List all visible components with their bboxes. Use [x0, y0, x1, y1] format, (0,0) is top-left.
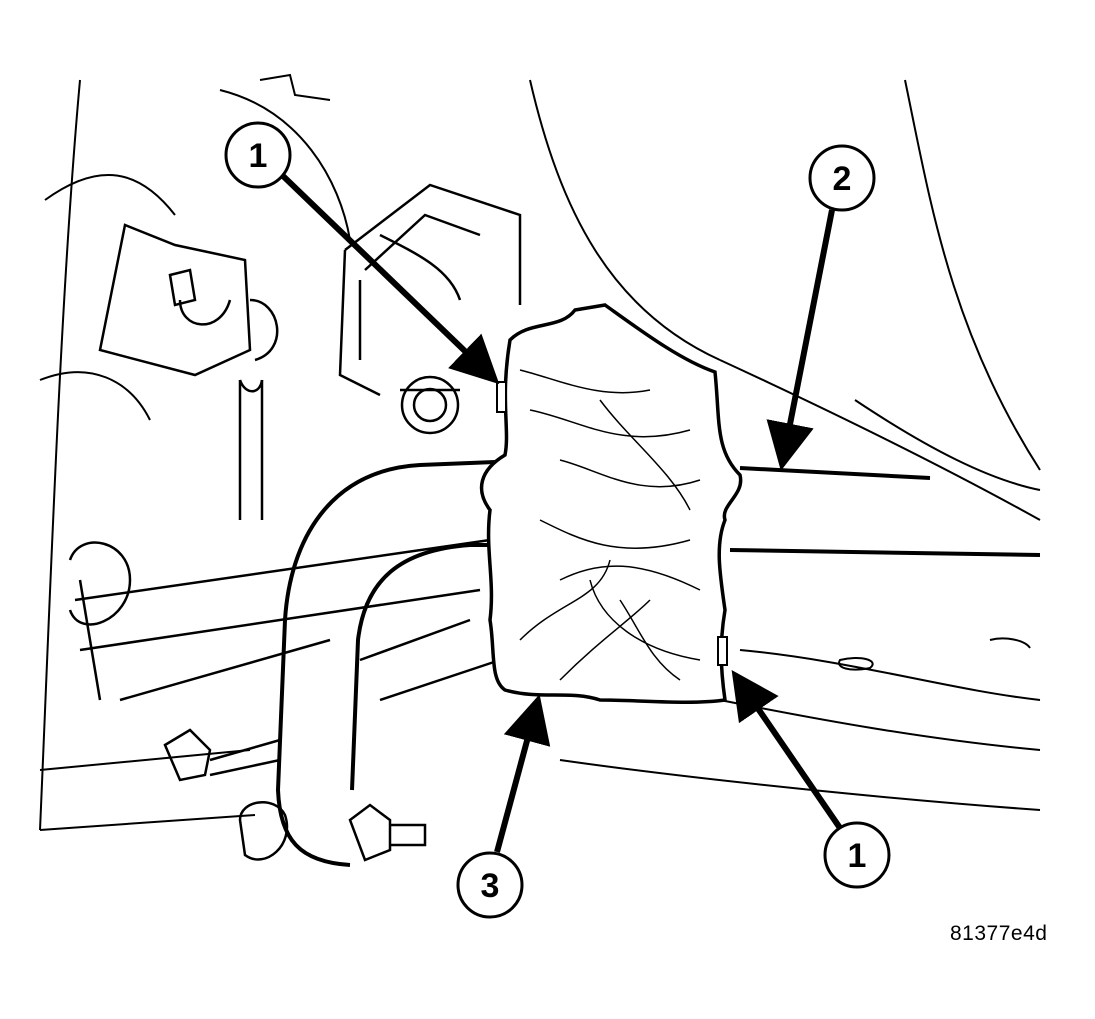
lower-control-arm	[68, 538, 501, 702]
svg-text:2: 2	[833, 160, 852, 198]
stabilizer-bar	[275, 460, 1041, 867]
callout-3: 3	[456, 694, 551, 919]
callout-1-top: 1	[224, 121, 500, 385]
figure-id-label: 81377e4d	[950, 922, 1048, 945]
callout-2: 2	[766, 144, 876, 471]
svg-text:3: 3	[481, 867, 500, 905]
upper-end-link	[98, 223, 279, 520]
lower-end-link	[163, 728, 427, 862]
wrapped-bushing	[479, 303, 743, 704]
svg-text:1: 1	[848, 837, 867, 875]
svg-text:1: 1	[249, 137, 268, 175]
mounting-bracket	[338, 183, 522, 435]
callout-1-bottom: 1	[731, 670, 891, 889]
